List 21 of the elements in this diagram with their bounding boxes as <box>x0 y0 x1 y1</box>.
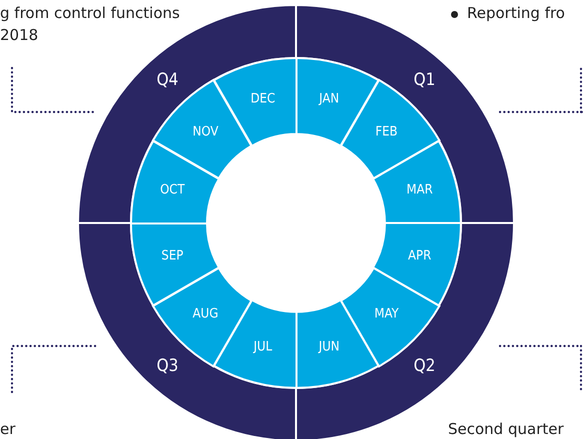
month-label: MAY <box>374 306 399 321</box>
month-label: JAN <box>319 92 340 107</box>
month-label: FEB <box>375 124 398 140</box>
text-label: 2018 <box>0 28 38 43</box>
quarter-label: Q2 <box>414 356 436 376</box>
month-label: AUG <box>192 306 218 321</box>
month-label: OCT <box>160 182 185 198</box>
month-label: APR <box>408 248 432 264</box>
month-label: DEC <box>250 92 276 107</box>
month-label: JUN <box>318 339 340 354</box>
month-label: NOV <box>192 124 218 140</box>
text-label: Reporting fro <box>467 6 565 21</box>
text-label: g from control functions <box>0 6 180 21</box>
quarter-label: Q1 <box>414 70 436 90</box>
text-label: er <box>0 422 16 437</box>
month-label: SEP <box>161 248 184 264</box>
month-label: JUL <box>254 339 272 354</box>
month-label: MAR <box>406 182 433 198</box>
quarter-label: Q3 <box>156 356 178 376</box>
text-label: Second quarter <box>448 422 564 437</box>
quarter-label: Q4 <box>156 70 178 90</box>
